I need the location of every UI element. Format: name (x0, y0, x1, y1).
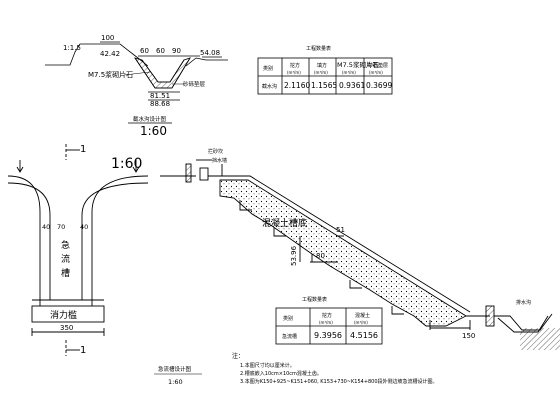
table-bottom-value-0: 9.3956 (314, 331, 342, 340)
table-top-unit-2: (m³/m) (314, 70, 328, 75)
plan-scale: 1:60 (111, 156, 142, 172)
slope-length-dim: 51 (336, 226, 345, 234)
height-dim: 53.96 (290, 245, 298, 266)
channel-char-0: 急 (61, 239, 70, 251)
notes-heading: 注： (232, 352, 244, 360)
channel-char-2: 槽 (61, 267, 70, 279)
table-top-header-0: 类别 (263, 65, 273, 72)
table-bottom-header-1: 挖方 (322, 312, 332, 319)
table-bottom-unit-1: (m³/m) (319, 320, 333, 325)
note-line-1: 1.本图尺寸均以厘米计。 (240, 362, 295, 369)
dim-top-5: 54.08 (200, 49, 220, 57)
table-top-header-3: M7.5浆砌片石 (337, 60, 379, 69)
dim-bottom-0: 81.51 (150, 92, 170, 100)
table-bottom-value-1: 4.5156 (350, 331, 378, 340)
bottom-drawing-title: 急流槽设计图 (158, 365, 192, 373)
quantity-table-top (257, 57, 393, 95)
dim-top-0: 100 (101, 34, 114, 42)
table-bottom-unit-2: (m³/m) (354, 320, 368, 325)
quantity-table-bottom (275, 307, 383, 345)
step-dim: 80 (316, 252, 325, 260)
plan-view (7, 144, 149, 356)
slope-ratio-label: 1:1.5 (63, 44, 81, 52)
bottom-drawing-scale: 1:60 (168, 378, 183, 386)
note-line-2: 2.槽底嵌入10cm×10cm混凝土齿。 (240, 370, 322, 377)
table-top-unit-1: (m³/m) (287, 70, 301, 75)
table-top-unit-3: (m³/m) (342, 70, 356, 75)
table-top-value-3: 0.3699 (366, 81, 392, 90)
table-top-row-label: 截水沟 (262, 83, 277, 90)
table-top-title: 工程数量表 (306, 45, 331, 52)
cross-section-scale: 1:60 (140, 124, 167, 138)
table-top-value-0: 2.1160 (284, 81, 310, 90)
cross-section-title: 截水沟设计图 (133, 115, 167, 123)
table-bottom-row-label: 急流槽 (282, 333, 297, 340)
bottom-dim: 150 (462, 332, 475, 340)
profile-top-label-2: 挡水墙 (212, 157, 227, 164)
note-line-3: 3.本图为K150+925~K151+060, K153+730~K154+80… (240, 378, 438, 385)
channel-char-1: 流 (61, 253, 70, 265)
table-top-header-1: 挖方 (290, 62, 300, 69)
dim-bottom-1: 88.68 (150, 100, 170, 108)
table-top-unit-4: (m³/m) (369, 70, 383, 75)
dim-top-4: 90 (172, 47, 181, 55)
dim-channel: 70 (57, 223, 65, 231)
table-top-header-2: 填方 (317, 62, 327, 69)
dim-top-1: 42.42 (100, 50, 120, 58)
mortar-label: M7.5浆砌片石 (88, 70, 133, 79)
concrete-bed-label: 混凝土槽底 (262, 217, 307, 229)
ditch-cross-section (45, 41, 228, 124)
section-top-number: 1 (80, 144, 86, 155)
basin-label: 消力槛 (50, 309, 77, 321)
dim-right-wall: 40 (80, 223, 88, 231)
section-bottom-number: 1 (80, 345, 86, 356)
table-bottom-header-2: 混凝土 (355, 312, 370, 319)
gravel-label: 砂砾垫层 (183, 80, 206, 88)
table-bottom-header-0: 类别 (283, 315, 293, 322)
drain-label: 排水沟 (516, 299, 531, 306)
dim-left-wall: 40 (42, 223, 50, 231)
dim-top-3: 60 (156, 47, 165, 55)
table-top-value-1: 1.1565 (311, 81, 337, 90)
table-top-header-4: 砂砾垫层 (368, 62, 388, 69)
table-bottom-title: 工程数量表 (302, 296, 327, 303)
basin-width-dim: 350 (60, 324, 73, 332)
dim-top-2: 60 (140, 47, 149, 55)
profile-section (160, 159, 560, 350)
profile-top-label-1: 拦砂坎 (208, 148, 223, 155)
table-top-value-2: 0.9361 (339, 81, 365, 90)
